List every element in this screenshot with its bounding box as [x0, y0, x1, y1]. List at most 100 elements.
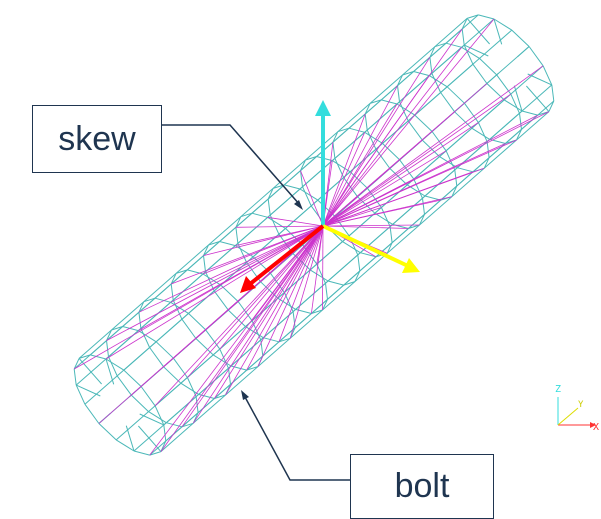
mesh-edge — [366, 129, 377, 150]
mesh-edge — [519, 84, 553, 114]
mesh-edge — [386, 242, 393, 254]
mesh-edge — [138, 425, 162, 452]
mesh-edge — [246, 233, 280, 263]
mesh-edge — [399, 159, 415, 180]
mesh-edge — [180, 354, 214, 384]
mesh-edge — [219, 348, 229, 369]
mesh-edge — [419, 214, 425, 226]
mesh-edge — [364, 85, 398, 115]
mesh-edge — [143, 273, 177, 303]
mesh-edge — [149, 347, 165, 368]
mesh-edge — [527, 73, 553, 86]
mesh-edge — [300, 159, 306, 171]
mesh-edge — [389, 168, 408, 186]
mesh-edge — [262, 309, 297, 339]
mesh-edge — [414, 114, 433, 132]
mesh-edge — [503, 99, 523, 112]
spoke-line — [246, 225, 324, 371]
mesh-edge — [479, 58, 498, 76]
mesh-edge — [332, 113, 366, 143]
mesh-edge — [413, 178, 423, 199]
mesh-edge — [257, 337, 291, 367]
mesh-edge — [73, 340, 107, 370]
mesh-edge — [354, 252, 388, 282]
mesh-edge — [446, 86, 465, 104]
mesh-edge — [493, 18, 503, 45]
mesh-edge — [431, 44, 465, 74]
mesh-edge — [526, 85, 550, 112]
mesh-edge — [431, 73, 442, 93]
mesh-edge — [429, 75, 448, 88]
mesh-edge — [521, 110, 538, 116]
mesh-edge — [348, 127, 365, 133]
spoke-line — [251, 225, 324, 322]
mesh-edge — [309, 269, 329, 282]
mesh-edge — [542, 65, 553, 86]
mesh-edge — [235, 227, 239, 244]
mesh-edge — [272, 159, 306, 189]
mesh-edge — [422, 198, 425, 215]
mesh-edge — [192, 394, 226, 424]
mesh-edge — [424, 167, 458, 197]
mesh-edge — [149, 318, 183, 348]
mesh-edge — [133, 450, 150, 456]
mesh-edge — [343, 148, 377, 178]
mesh-edge — [486, 141, 490, 158]
spoke-line — [322, 224, 420, 227]
mesh-edge — [528, 46, 544, 67]
spoke-line — [311, 225, 324, 314]
mesh-edge — [292, 311, 296, 328]
mesh-edge — [170, 273, 177, 285]
mesh-edge — [342, 241, 361, 254]
mesh-edge — [78, 354, 91, 359]
y-axis-arrow — [322, 224, 409, 268]
mesh-edge — [148, 382, 182, 412]
mesh-edge — [407, 120, 423, 141]
mesh-edge — [461, 18, 468, 30]
mesh-edge — [148, 411, 167, 424]
mesh-edge — [219, 241, 236, 247]
mesh-edge — [73, 358, 80, 370]
mesh-edge — [278, 313, 312, 343]
mesh-edge — [513, 85, 523, 112]
mesh-edge — [84, 375, 118, 405]
mesh-edge — [309, 241, 343, 271]
mesh-edge — [483, 139, 517, 169]
mesh-edge — [240, 212, 253, 218]
mesh-edge — [245, 326, 264, 339]
mesh-edge — [369, 74, 403, 104]
mesh-edge — [78, 358, 102, 385]
spoke-line — [138, 225, 324, 313]
mesh-edge — [454, 111, 473, 129]
mesh-edge — [278, 205, 312, 235]
mesh-edge — [493, 18, 513, 31]
spoke-line — [322, 171, 474, 227]
mesh-edge — [203, 244, 209, 256]
mesh-edge — [251, 212, 268, 218]
mesh-edge — [115, 411, 149, 441]
bolt-leader — [241, 390, 350, 481]
spoke-line — [322, 199, 441, 227]
mesh-edge — [322, 299, 328, 311]
mesh-edge — [548, 100, 555, 112]
mesh-edge — [466, 14, 479, 19]
mesh-edge — [165, 394, 200, 424]
mesh-edge — [332, 142, 336, 159]
skew-leader — [162, 124, 303, 210]
mesh-edge — [230, 365, 247, 371]
mesh-edge — [366, 187, 382, 208]
mesh-edge — [489, 110, 523, 140]
mesh-edge — [246, 366, 259, 371]
mesh-edge — [138, 330, 157, 343]
mesh-edge — [155, 341, 174, 359]
mesh-edge — [451, 185, 458, 197]
mesh-edge — [212, 354, 232, 367]
mesh-edge — [267, 188, 274, 200]
x-axis-arrow — [248, 224, 325, 286]
mesh-edge — [325, 283, 328, 300]
mesh-edge — [316, 263, 326, 284]
mesh-edge — [357, 254, 361, 272]
spoke-line — [284, 225, 324, 293]
mesh-edge — [510, 65, 544, 95]
